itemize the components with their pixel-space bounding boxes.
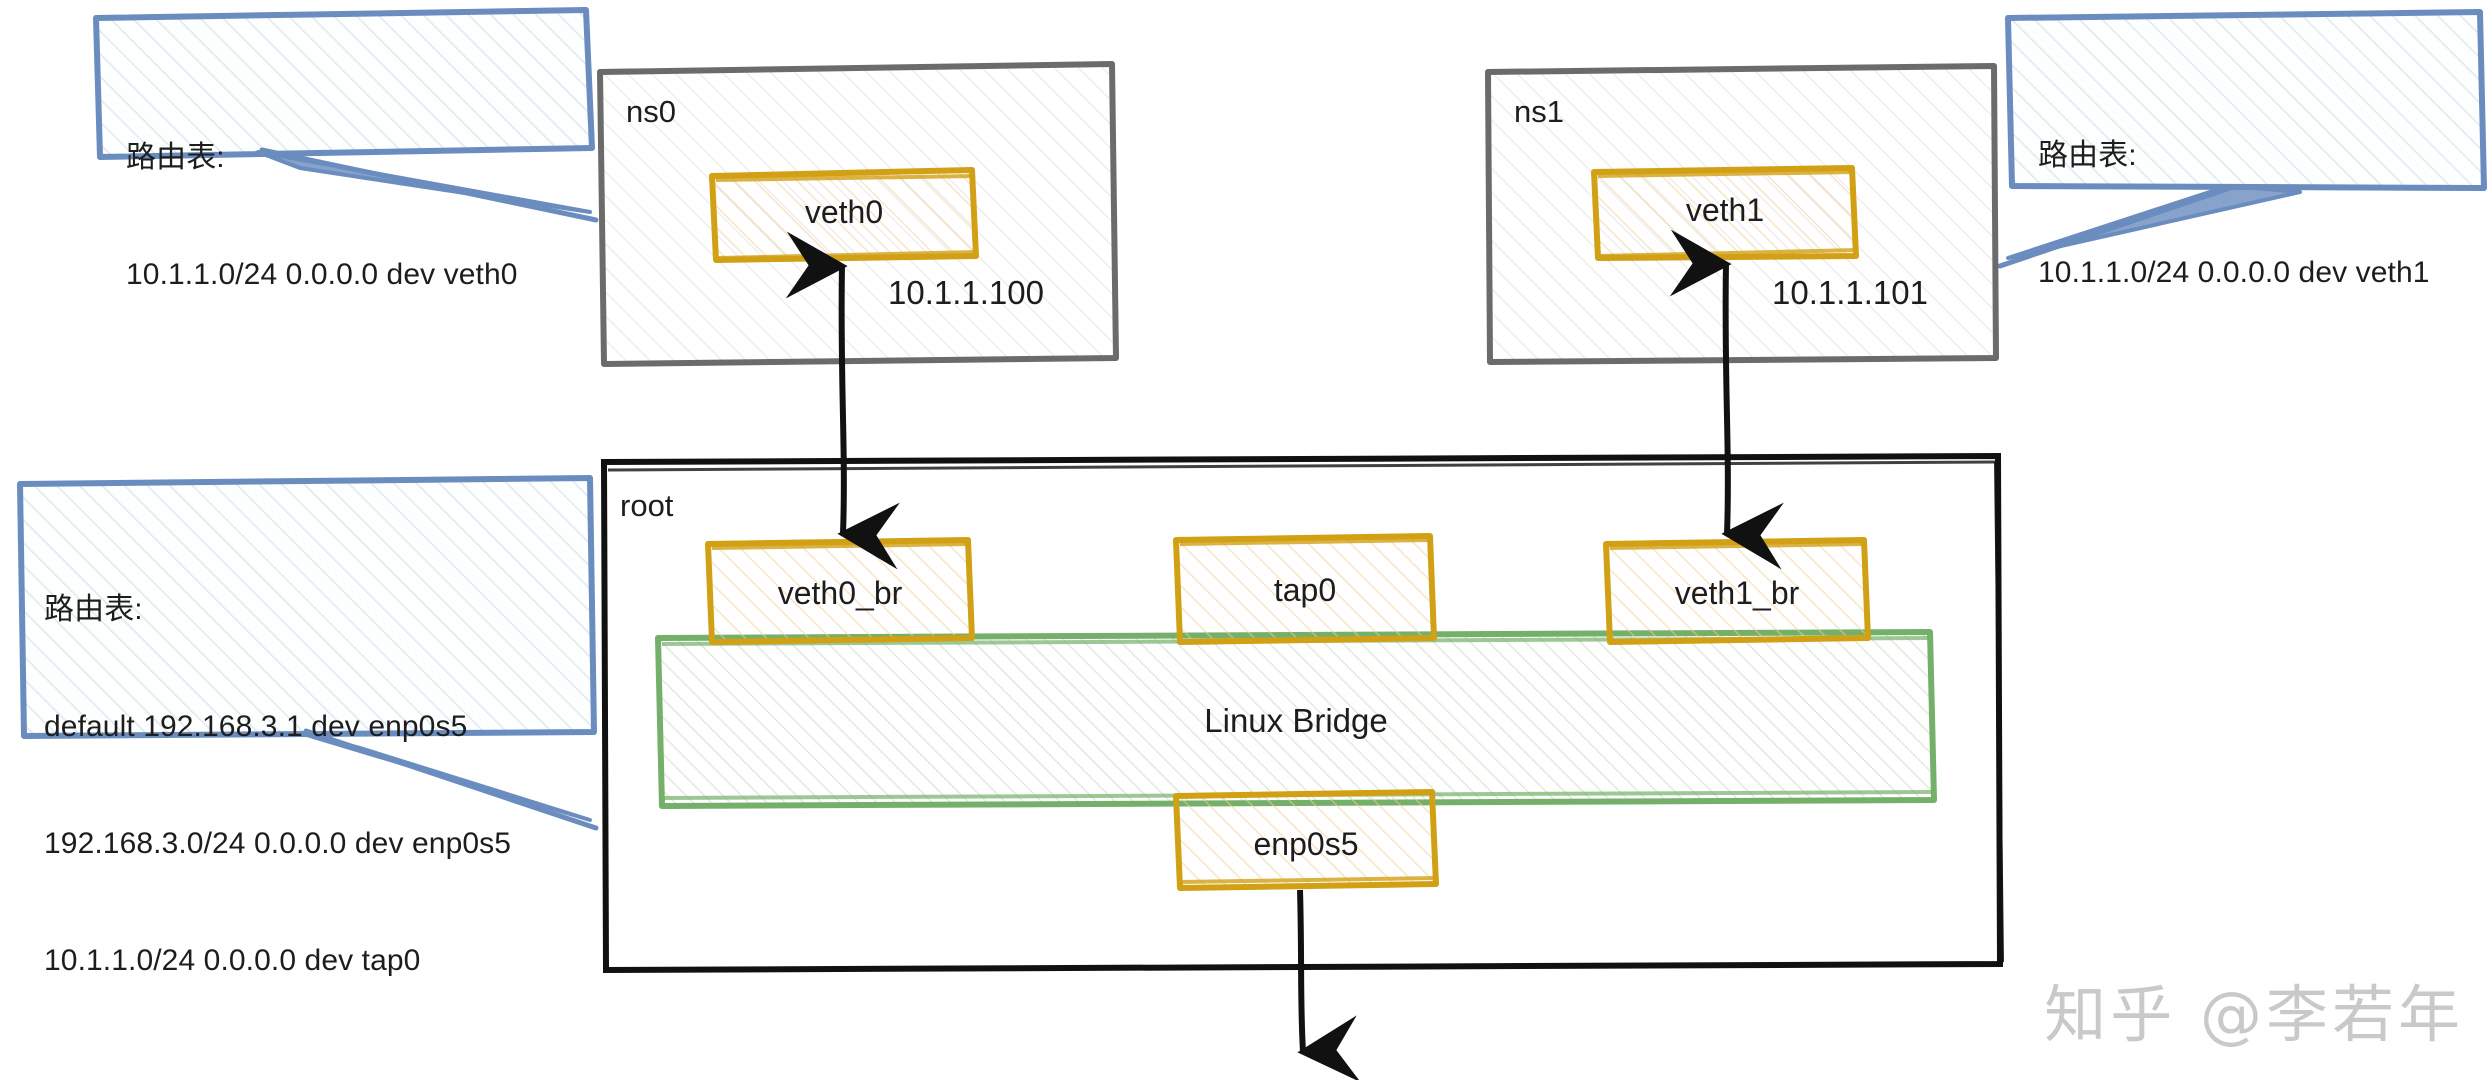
- device-box-tap0: [1173, 533, 1437, 645]
- callout-ns0-route: [93, 7, 599, 223]
- linux-bridge-box: [655, 629, 1937, 809]
- device-box-veth0: [709, 167, 979, 263]
- link-arrow-veth1: [1669, 229, 1784, 570]
- callout-root-route: [17, 475, 599, 831]
- callout-ns1-route: [1997, 9, 2487, 269]
- link-arrow-veth0: [785, 231, 900, 570]
- device-box-veth0-br: [705, 537, 975, 645]
- watermark: 知乎 @李若年: [2044, 978, 2464, 1051]
- device-box-enp0s5: [1173, 789, 1439, 891]
- device-box-veth1-br: [1603, 537, 1871, 645]
- device-box-veth1: [1591, 165, 1859, 261]
- link-arrow-enp0s5-uplink: [1297, 889, 1361, 1080]
